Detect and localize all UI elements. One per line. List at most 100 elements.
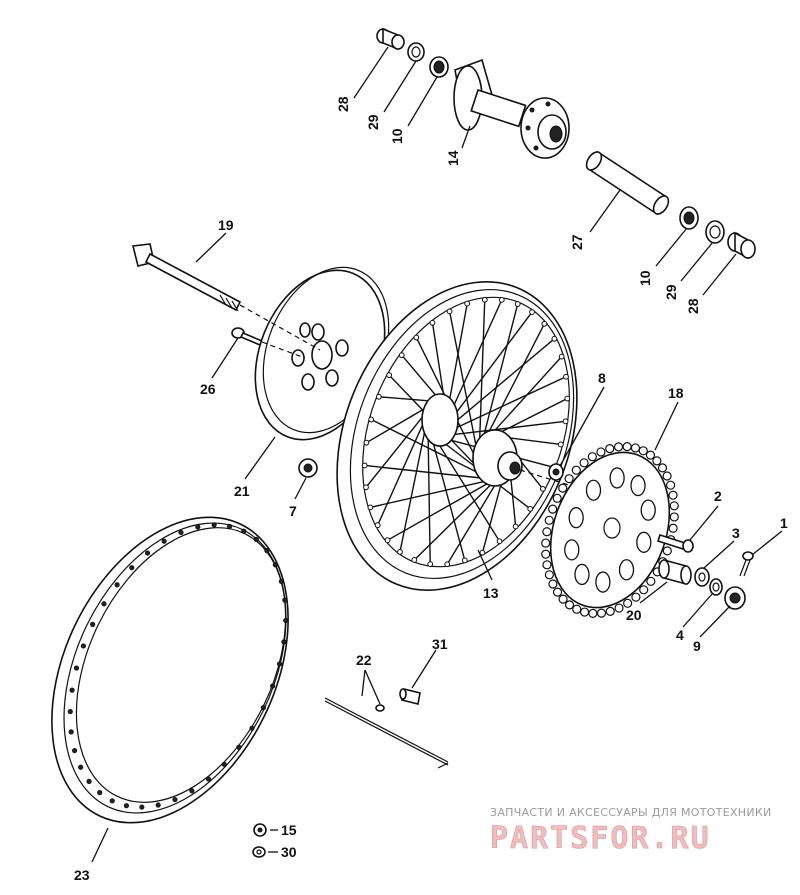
spoke-nipple [464,300,471,307]
callout-2: 2 [714,488,722,504]
washer-3 [694,567,710,587]
sprocket-tooth [544,515,554,525]
rim-spoke-holes [67,522,289,810]
sprocket-hole [609,467,625,489]
rim-hole [205,776,212,782]
spoke-nipple [496,538,503,545]
rim-hole [260,705,266,711]
callout-28-bottom: 28 [685,298,701,314]
rim-hole [236,744,242,750]
rim-hole [80,643,86,649]
spoke [427,430,431,565]
rim-hole [90,621,96,627]
spoke [448,311,481,466]
sprocket-tooth [548,579,558,589]
sprocket-tooth [639,585,649,595]
spoke-nipple [558,353,565,360]
sprocket-tooth [579,607,590,617]
spoke-nipple [562,418,569,425]
spoke-nipple [367,504,374,511]
spoke [453,338,555,424]
rim-hole [139,804,145,810]
callout-26: 26 [200,381,216,397]
spoke-nipple [361,462,368,469]
rim-hole [97,790,103,796]
spoke-nipple [375,393,382,400]
rim-hole [226,523,233,529]
spoke-nipple [541,320,548,327]
sprocket-tooth [645,450,656,460]
sprocket-tooth [662,546,672,556]
callout-4: 4 [676,627,684,643]
sprocket-tooth [630,443,641,453]
sprocket-tooth [646,576,656,586]
spoke [482,323,546,444]
callout-15: 15 [281,822,297,838]
sprocket-tooth [541,538,551,548]
rim-hole [72,747,78,754]
sprocket-tooth [558,483,568,493]
spoke-nipple [398,352,405,359]
sprocket-tooth [652,456,662,466]
spoke [401,354,441,401]
nut-8 [548,463,564,481]
spoke-nipple [427,561,434,568]
spoke [434,438,501,542]
sprocket-tooth [564,474,574,484]
callout-18: 18 [668,385,684,401]
rim-hole [189,788,195,794]
spoke [479,303,519,451]
sprocket-holes [564,467,656,593]
spoke [364,464,498,481]
spoke [486,356,563,440]
sprocket-tooth [614,603,624,613]
bearing-10-top [429,56,449,78]
wheel-assembly-13 [336,281,578,591]
spoke-nipple [461,557,468,564]
spoke [431,322,446,402]
spoke-nipple [498,296,505,303]
callout-13: 13 [483,585,499,601]
spoke-nipple [563,373,569,380]
spoke-nipple [564,395,571,402]
sprocket-tooth [588,608,598,618]
spoke-nipple [363,439,370,446]
spoke-nipple [529,309,535,316]
rim-hole [123,803,130,809]
sprocket-hole [568,507,584,529]
rim-hole [86,778,92,784]
sprocket-tooth [572,604,582,614]
rim-hole [78,764,84,770]
callout-14: 14 [445,150,461,166]
rim-hole [278,578,284,585]
hub-14 [453,58,570,159]
rim-hole [211,522,217,528]
sprocket-tooth [662,471,672,481]
callout-10-bottom: 10 [637,270,653,286]
spoke-nipple [557,441,564,448]
watermark: ЗАПЧАСТИ И АКСЕССУАРЫ ДЛЯ МОТОТЕХНИКИ PA… [490,806,772,856]
rim-hole [69,687,75,693]
sprocket-tooth [669,512,679,522]
sprocket-tooth [558,594,568,604]
callout-29-bottom: 29 [663,284,679,300]
bearing-10-bottom [679,206,699,230]
sprocket-tooth [571,465,581,475]
watermark-logo: PARTSFOR.RU [490,821,711,856]
sprocket-tooth [579,458,589,468]
spoke-nipple [397,548,403,555]
sprocket-tooth [605,606,615,616]
spoke [370,476,503,509]
rim-hole [270,683,276,689]
spoke-nipple [539,485,546,492]
sprocket-tooth [542,560,552,570]
sprocket-tooth [668,523,678,533]
screw-2 [656,533,694,553]
rim-hole [253,536,259,542]
sprocket-hole [640,499,656,521]
rim-hole [282,597,288,603]
sprocket-tooth [542,527,552,537]
sprocket-tooth [596,447,606,457]
sprocket-tooth [587,452,597,462]
spacer-28-top [376,27,405,51]
